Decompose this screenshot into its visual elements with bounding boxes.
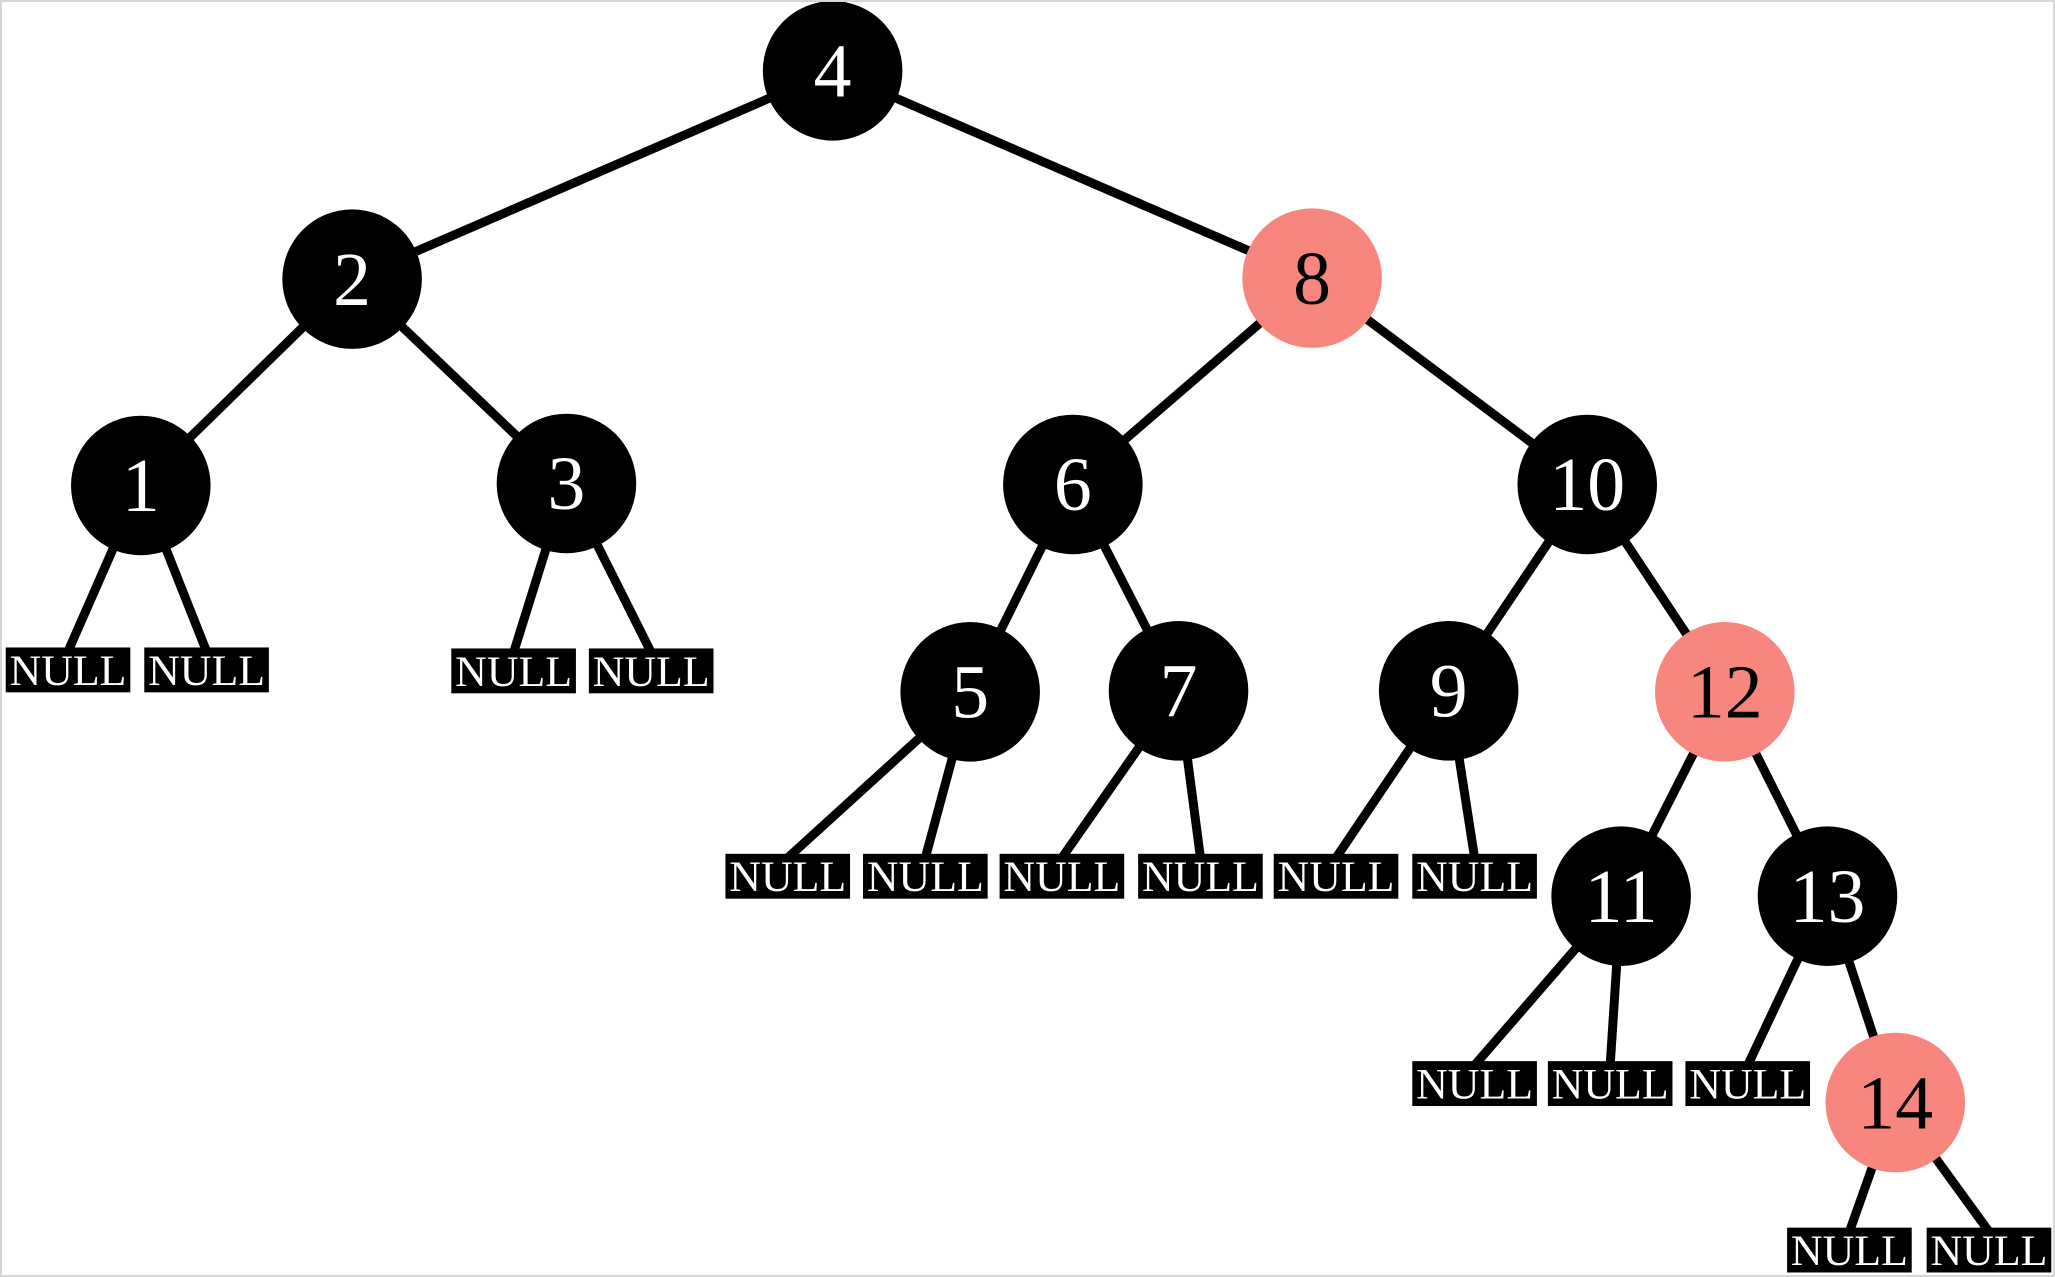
null-leaf-box <box>725 853 851 899</box>
tree-node-9-black <box>1378 621 1519 761</box>
tree-node-14-red <box>1825 1032 1966 1173</box>
null-leaf-box <box>999 853 1125 899</box>
null-leaf-box <box>1412 853 1537 899</box>
tree-node-13-black <box>1757 826 1898 966</box>
null-leaf-box <box>5 647 131 693</box>
null-leaf-box <box>144 647 269 693</box>
null-leaf-box <box>863 853 988 899</box>
null-leaf-box <box>1138 853 1263 899</box>
tree-node-3-black <box>496 413 637 554</box>
null-leaf-box <box>1685 1061 1811 1107</box>
tree-node-12-red <box>1655 622 1795 762</box>
null-leaf-box <box>1926 1227 2052 1273</box>
null-leaf-box <box>1787 1227 1912 1273</box>
null-leaf-box <box>1273 853 1399 899</box>
tree-node-5-black <box>900 622 1040 762</box>
null-leaf-box <box>1547 1061 1673 1107</box>
tree-edge-4-8 <box>830 66 1314 283</box>
null-leaf-box <box>1412 1061 1537 1107</box>
tree-node-1-black <box>71 415 211 556</box>
tree-node-11-black <box>1551 826 1691 966</box>
null-leaf-box <box>588 648 714 694</box>
tree-node-2-black <box>282 209 422 349</box>
null-leaf-box <box>451 648 576 694</box>
tree-node-6-black <box>1003 414 1143 555</box>
tree-edge-4-2 <box>350 66 835 284</box>
tree-node-10-black <box>1517 414 1658 555</box>
tree-node-4-black <box>762 2 903 141</box>
tree-node-8-red <box>1242 208 1382 348</box>
tree-node-7-black <box>1108 621 1249 761</box>
